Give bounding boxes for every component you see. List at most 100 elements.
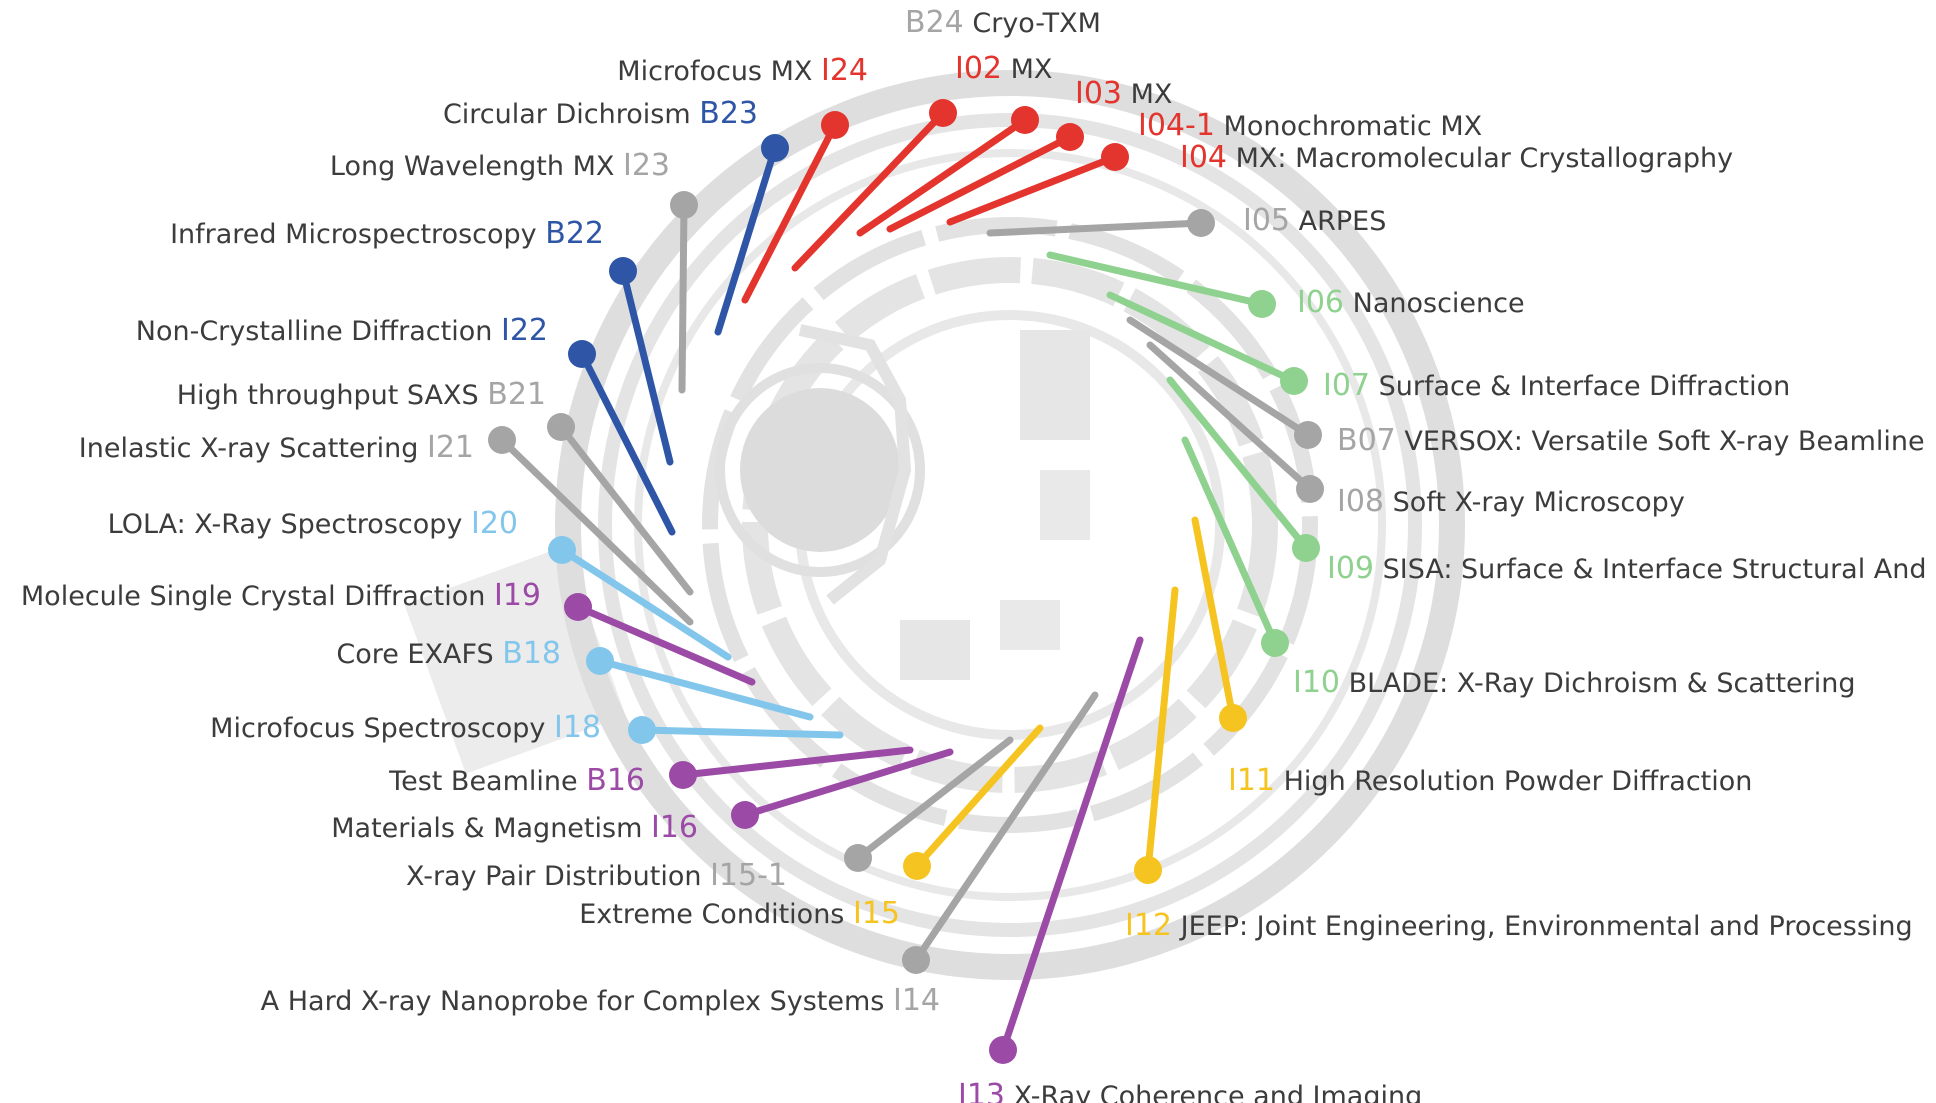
beamline-label-b16: Test Beamline B16 xyxy=(388,763,645,798)
beamline-label-i21: Inelastic X-ray Scattering I21 xyxy=(79,430,474,465)
beamline-marker-i02 xyxy=(929,99,957,127)
beamline-label-i04-1: I04-1 Monochromatic MX xyxy=(1138,108,1482,143)
leader-line-i08 xyxy=(1146,341,1314,493)
beamline-name: JEEP: Joint Engineering, Environmental a… xyxy=(1179,911,1913,942)
beamline-code: I13 xyxy=(958,1078,1005,1103)
beamline-code: I09 xyxy=(1327,551,1374,586)
beamline-label-i18: Microfocus Spectroscopy I18 xyxy=(210,710,601,745)
beamline-marker-b16 xyxy=(669,761,697,789)
leader-line-i16 xyxy=(741,748,954,819)
leader-line-i24 xyxy=(741,121,839,304)
beamline-code: I15 xyxy=(853,896,900,931)
beamline-label-i12: I12 JEEP: Joint Engineering, Environment… xyxy=(1125,908,1913,943)
beamline-code: B21 xyxy=(487,377,546,412)
beamline-marker-i18 xyxy=(628,716,656,744)
beamline-name: VERSOX: Versatile Soft X-ray Beamline xyxy=(1404,426,1924,457)
beamline-label-i08: I08 Soft X-ray Microscopy xyxy=(1337,484,1685,519)
beamline-code: B18 xyxy=(502,636,561,671)
leader-line-i12 xyxy=(1144,586,1179,874)
beamline-name: SISA: Surface & Interface Structural And xyxy=(1383,554,1927,585)
beamline-marker-i16 xyxy=(731,801,759,829)
beamline-label-b21: High throughput SAXS B21 xyxy=(177,377,546,412)
beamline-label-i14: A Hard X-ray Nanoprobe for Complex Syste… xyxy=(261,983,940,1018)
beamline-code: I06 xyxy=(1297,285,1344,320)
beamline-code: B07 xyxy=(1337,423,1396,458)
leader-line-i07 xyxy=(1106,291,1298,385)
beamline-marker-i21 xyxy=(488,426,516,454)
beamline-name: X-Ray Coherence and Imaging xyxy=(1014,1081,1423,1103)
beamline-name: X-ray Pair Distribution xyxy=(406,861,701,892)
beamline-marker-b07 xyxy=(1294,421,1322,449)
leader-line-i05 xyxy=(986,219,1205,237)
beamline-label-i15-1: X-ray Pair Distribution I15-1 xyxy=(406,858,787,893)
beamline-label-b24: B24 Cryo-TXM xyxy=(905,5,1101,40)
beamline-marker-i14 xyxy=(902,946,930,974)
beamline-marker-i07 xyxy=(1280,367,1308,395)
leader-line-i10 xyxy=(1181,436,1279,647)
beamline-code: I07 xyxy=(1323,368,1370,403)
beamline-marker-i23 xyxy=(670,191,698,219)
beamline-code: I05 xyxy=(1243,203,1290,238)
beamline-label-i07: I07 Surface & Interface Diffraction xyxy=(1323,368,1790,403)
leader-line-i19 xyxy=(574,603,756,686)
beamline-code: B16 xyxy=(586,763,645,798)
beamline-marker-i04-1 xyxy=(1056,123,1084,151)
beamline-marker-i10 xyxy=(1261,629,1289,657)
beamline-code: I18 xyxy=(554,710,601,745)
beamline-marker-i20 xyxy=(548,536,576,564)
beamline-code: B22 xyxy=(545,216,604,251)
leader-line-b16 xyxy=(679,746,914,779)
beamline-label-b23: Circular Dichroism B23 xyxy=(443,96,758,131)
leader-line-i15 xyxy=(913,724,1044,870)
leader-line-i03 xyxy=(856,116,1029,237)
beamline-marker-b23 xyxy=(761,134,789,162)
beamline-marker-b21 xyxy=(547,413,575,441)
beamline-label-i04: I04 MX: Macromolecular Crystallography xyxy=(1180,140,1733,175)
beamline-name: Non-Crystalline Diffraction xyxy=(136,316,493,347)
beamline-label-i22: Non-Crystalline Diffraction I22 xyxy=(136,313,548,348)
leader-line-i02 xyxy=(791,109,947,272)
leader-line-b22 xyxy=(619,267,674,466)
beamline-label-i02: I02 MX xyxy=(955,51,1052,86)
leader-line-i06 xyxy=(1046,251,1266,308)
beamline-marker-i12 xyxy=(1134,856,1162,884)
leader-line-b07 xyxy=(1126,316,1312,439)
beamline-marker-i22 xyxy=(568,340,596,368)
beamline-leader-lines xyxy=(488,99,1324,1064)
beamline-name: Extreme Conditions xyxy=(579,899,844,930)
beamline-label-i13: I13 X-Ray Coherence and Imaging xyxy=(958,1078,1422,1103)
leader-line-i21 xyxy=(498,436,694,626)
beamline-code: I19 xyxy=(494,578,541,613)
beamline-marker-i04 xyxy=(1101,143,1129,171)
beamline-name: Monochromatic MX xyxy=(1224,111,1483,142)
beamline-label-i03: I03 MX xyxy=(1075,76,1172,111)
beamline-name: MX: Macromolecular Crystallography xyxy=(1236,143,1733,174)
beamline-code: I10 xyxy=(1293,665,1340,700)
beamline-marker-i15-1 xyxy=(844,844,872,872)
beamline-name: Test Beamline xyxy=(388,766,577,797)
beamline-code: I14 xyxy=(893,983,940,1018)
beamline-code: I04 xyxy=(1180,140,1227,175)
beamline-name: ARPES xyxy=(1299,206,1387,237)
beamline-name: High throughput SAXS xyxy=(177,380,479,411)
beamline-name: Infrared Microspectroscopy xyxy=(170,219,537,250)
beamline-code: I15-1 xyxy=(710,858,787,893)
leader-line-b21 xyxy=(557,423,694,596)
leader-line-i04 xyxy=(946,153,1119,226)
beamline-label-i19: Molecule Single Crystal Diffraction I19 xyxy=(21,578,541,613)
beamline-name: MX xyxy=(1011,54,1053,85)
synchrotron-rings xyxy=(404,70,1465,980)
beamline-name: Materials & Magnetism xyxy=(331,813,642,844)
beamline-name: Microfocus MX xyxy=(617,56,812,87)
beamline-name: A Hard X-ray Nanoprobe for Complex Syste… xyxy=(261,986,885,1017)
beamline-marker-i19 xyxy=(564,593,592,621)
beamline-name: Cryo-TXM xyxy=(972,8,1101,39)
beamline-name: Core EXAFS xyxy=(336,639,493,670)
beamline-name: LOLA: X-Ray Spectroscopy xyxy=(108,509,463,540)
beamline-marker-b18 xyxy=(586,647,614,675)
beamline-code: I23 xyxy=(623,148,670,183)
beamline-name: Molecule Single Crystal Diffraction xyxy=(21,581,485,612)
beamline-code: I24 xyxy=(821,53,868,88)
beamline-label-b18: Core EXAFS B18 xyxy=(336,636,561,671)
beamline-label-i16: Materials & Magnetism I16 xyxy=(331,810,698,845)
